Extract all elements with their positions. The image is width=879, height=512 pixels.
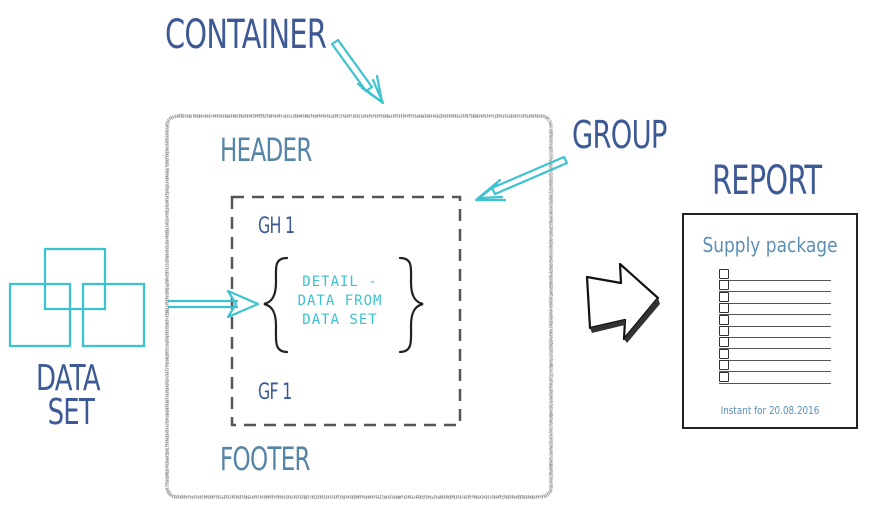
group-header-label: GH 1 <box>258 214 295 239</box>
checkbox-icon <box>719 348 729 359</box>
dataset-arrow-icon <box>168 289 260 319</box>
checklist-line <box>719 382 831 384</box>
checklist-line <box>719 325 831 327</box>
dataset-line: DATA <box>36 358 101 399</box>
brace-right-icon <box>398 256 424 354</box>
report-footer: Instant for 20.08.2016 <box>720 404 820 417</box>
group-arrow-icon <box>474 155 569 202</box>
checkbox-icon <box>719 360 729 371</box>
detail-text: DETAIL - DATA FROM DATA SET <box>280 273 400 330</box>
detail-line: DETAIL - <box>302 274 378 290</box>
checklist-item <box>719 348 831 361</box>
checklist-item <box>719 291 831 304</box>
checklist-line <box>719 337 831 338</box>
checklist-item <box>719 303 831 316</box>
detail-line: DATA FROM <box>297 293 383 309</box>
checkbox-icon <box>719 291 729 302</box>
group-label: GROUP <box>572 113 667 157</box>
output-arrow-icon <box>585 262 660 343</box>
checklist-line <box>719 314 831 316</box>
dataset-line: SET <box>47 392 95 433</box>
header-label: HEADER <box>220 131 312 169</box>
checklist-line <box>719 302 831 304</box>
dataset-icon <box>8 247 146 348</box>
checklist-item <box>719 360 831 373</box>
group-footer-label: GF 1 <box>258 380 292 405</box>
group-box <box>230 195 462 427</box>
brace-left-icon <box>263 256 289 354</box>
checklist-item <box>719 269 831 281</box>
checkbox-icon <box>719 337 729 348</box>
container-label: CONTAINER <box>165 12 327 58</box>
checkbox-icon <box>719 371 729 382</box>
checklist-item <box>719 314 831 327</box>
checklist-line <box>719 348 831 350</box>
checkbox-icon <box>719 314 729 325</box>
container-arrow-icon <box>330 38 385 105</box>
report-title: Supply package <box>702 233 838 257</box>
checkbox-icon <box>719 326 729 336</box>
report-document: Supply package Instant for 20.08.2016 <box>682 213 858 429</box>
detail-line: DATA SET <box>302 312 378 328</box>
checklist-line <box>719 280 831 281</box>
checklist-item <box>719 326 831 338</box>
checkbox-icon <box>719 303 729 314</box>
checkbox-icon <box>719 269 729 279</box>
checklist-line <box>719 291 831 293</box>
report-label: REPORT <box>712 158 822 204</box>
checkbox-icon <box>719 280 729 291</box>
footer-label: FOOTER <box>220 440 311 478</box>
checklist-item <box>719 371 831 384</box>
dataset-label: DATA SET <box>36 358 101 433</box>
container-box <box>165 114 553 499</box>
checklist-line <box>719 371 831 373</box>
checklist-item <box>719 280 831 293</box>
checklist-item <box>719 337 831 350</box>
checklist-line <box>719 359 831 361</box>
